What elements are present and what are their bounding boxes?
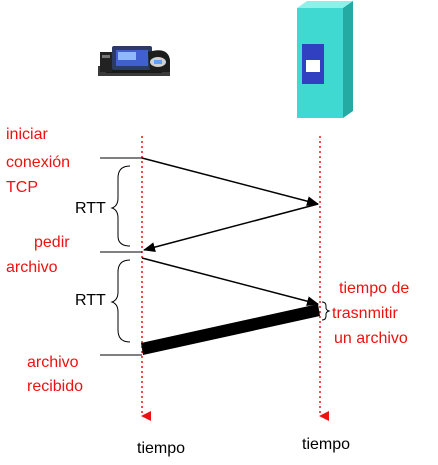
server-tower-icon (297, 1, 353, 118)
pedir-label-line1: pedir (34, 234, 70, 251)
rtt-brace-2 (110, 259, 131, 343)
request-arrow (141, 257, 319, 307)
synack-arrow (143, 203, 319, 253)
desktop-computer-icon (98, 46, 170, 76)
tx-time-label-line3: un archivo (334, 330, 408, 347)
pedir-label-line2: archivo (6, 259, 58, 276)
server-time-axis-label: tiempo (302, 436, 350, 453)
tx-time-brace (321, 301, 331, 321)
rtt-brace-1 (110, 165, 131, 247)
tx-time-label-line1: tiempo de (339, 280, 409, 297)
tx-time-label-line2: trasnmitir (332, 305, 398, 322)
iniciar-label-line2: conexión (6, 154, 70, 171)
rtt-label-2: RTT (75, 292, 106, 309)
iniciar-label-line3: TCP (6, 179, 38, 196)
iniciar-label-line1: iniciar (6, 126, 48, 143)
recibido-label-line2: recibido (27, 378, 83, 395)
file-transfer-band (141, 304, 320, 355)
recibido-label-line1: archivo (27, 354, 79, 371)
client-time-axis-label: tiempo (137, 440, 185, 457)
rtt-label-1: RTT (75, 200, 106, 217)
syn-arrow (141, 157, 319, 207)
